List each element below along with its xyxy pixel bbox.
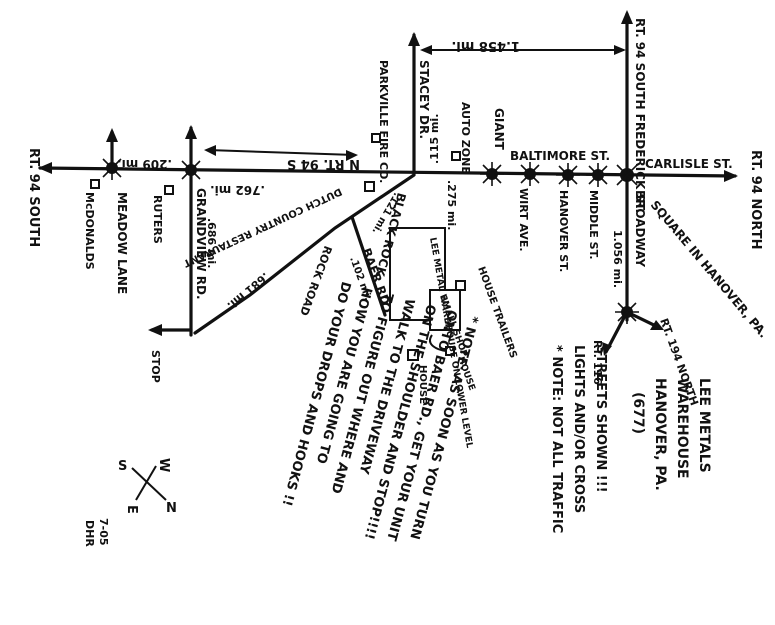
black-rock-road xyxy=(193,173,416,335)
note1-line1: * NOTE: NOT ALL TRAFFIC xyxy=(549,345,564,533)
signal-square xyxy=(614,162,640,188)
parkville-label: PARKVILLE FIRE CO. xyxy=(377,60,390,183)
parkville-fire-co-marker xyxy=(371,133,381,143)
compass-sn-line xyxy=(131,467,167,501)
compass-n: N xyxy=(166,501,177,516)
rt94-north-arrow xyxy=(724,170,738,182)
frederick-st-label: RT. 94 SOUTH FREDERICK ST. xyxy=(633,18,647,213)
rt94-mid-label: N RT. 94 S xyxy=(287,156,360,171)
distance-1458-arrow-right xyxy=(614,45,626,55)
mcdonalds-marker xyxy=(90,179,100,189)
meadow-lane-label: MEADOW LANE xyxy=(115,192,129,294)
distance-115-label: .115 mi. xyxy=(428,114,441,164)
title-block: LEE METALS WAREHOUSE HANOVER, PA. (677) xyxy=(630,378,712,491)
title-line3: HANOVER, PA. xyxy=(652,378,668,491)
ruters-label: RUTERS xyxy=(151,195,164,244)
carlisle-st-label: CARLISLE ST. xyxy=(645,157,733,171)
compass-we-line xyxy=(135,465,157,501)
signature-date: 7-05 xyxy=(97,518,110,546)
baltimore-st-label: BALTIMORE ST. xyxy=(510,149,610,163)
distance-275-label: .275 mi. xyxy=(445,180,458,230)
small-shop-box xyxy=(429,289,461,331)
signal-giant xyxy=(480,162,504,186)
house1-label: HOUSE xyxy=(417,365,428,404)
distance-762-label: .762 mi. xyxy=(210,183,265,197)
meadow-lane-arrow xyxy=(106,128,118,142)
signal-meadow-lane xyxy=(100,156,124,180)
signal-grandview xyxy=(179,158,203,182)
stacey-dr-arrow xyxy=(408,32,420,46)
compass-w: W xyxy=(156,458,171,472)
house-trailers-label: HOUSE TRAILERS xyxy=(475,265,518,360)
note1-line2: LIGHTS AND/OR CROSS xyxy=(571,345,586,513)
distance-209-label: .209 mi. xyxy=(117,157,172,171)
trailer-marker xyxy=(455,280,466,291)
rt94-mid-arrow-right xyxy=(346,150,358,161)
distance-1458-label: 1.458 mi. xyxy=(451,38,520,53)
middle-st-label: MIDDLE ST. xyxy=(587,190,600,260)
rt94-south-arrow xyxy=(38,162,52,174)
broadway-label: BROADWAY xyxy=(633,190,647,267)
rt116-label: RT. 116 xyxy=(591,340,604,385)
stop-arrow xyxy=(148,324,162,336)
signal-broadway-rt194 xyxy=(615,300,639,324)
rt194-arrow xyxy=(650,320,664,330)
grandview-label: GRANDVIEW RD. xyxy=(194,188,208,300)
giant-label: GIANT xyxy=(492,108,506,151)
compass-s: S xyxy=(118,459,127,474)
rt94-south-label: RT. 94 SOUTH xyxy=(26,148,41,247)
signal-hanover-st xyxy=(556,163,580,187)
mcdonalds-label: McDONALDS xyxy=(83,192,96,270)
signal-wirt-ave xyxy=(518,162,542,186)
rt94-north-label: RT. 94 NORTH xyxy=(748,150,763,250)
distance-686-label: .686 mi. xyxy=(205,218,218,268)
distance-1056-label: 1.056 mi. xyxy=(611,230,624,288)
note-traffic: * NOTE: NOT ALL TRAFFIC LIGHTS AND/OR CR… xyxy=(549,345,608,533)
frederick-arrow xyxy=(621,10,633,24)
rt94-mid-arrow-left xyxy=(204,145,216,156)
title-line2: WAREHOUSE xyxy=(674,378,690,479)
rt116-arrow xyxy=(602,342,612,356)
distance-1458-arrow-left xyxy=(420,45,432,55)
autozone-label: AUTO ZONE xyxy=(459,102,472,174)
title-line4: (677) xyxy=(630,392,646,434)
house1-marker xyxy=(407,349,419,361)
stacey-dr-label: STACEY DR. xyxy=(417,60,431,139)
compass-rose: S W E N xyxy=(118,458,177,516)
stop-label: STOP xyxy=(149,350,162,383)
grandview-arrow xyxy=(185,125,197,139)
wirt-ave-label: WIRT AVE. xyxy=(517,188,530,252)
driveway-line xyxy=(429,334,447,352)
note1-line3: STREETS SHOWN !!! xyxy=(593,345,608,493)
dutch-country-marker xyxy=(364,181,375,192)
rt94-mid-line xyxy=(207,149,356,156)
signature-initials: DHR xyxy=(83,520,96,547)
title-line1: LEE METALS xyxy=(696,378,712,473)
autozone-marker xyxy=(451,151,461,161)
hanover-st-label: HANOVER ST. xyxy=(557,190,570,272)
ruters-marker xyxy=(164,185,174,195)
signal-middle-st xyxy=(586,163,610,187)
baer-rd-road xyxy=(350,215,387,317)
distance-681-label: .681 mi. xyxy=(224,270,271,312)
compass-e: E xyxy=(124,505,139,514)
note-baer: * NOTE: AS SOON AS YOU TURN ONTO BAER RD… xyxy=(279,280,481,543)
